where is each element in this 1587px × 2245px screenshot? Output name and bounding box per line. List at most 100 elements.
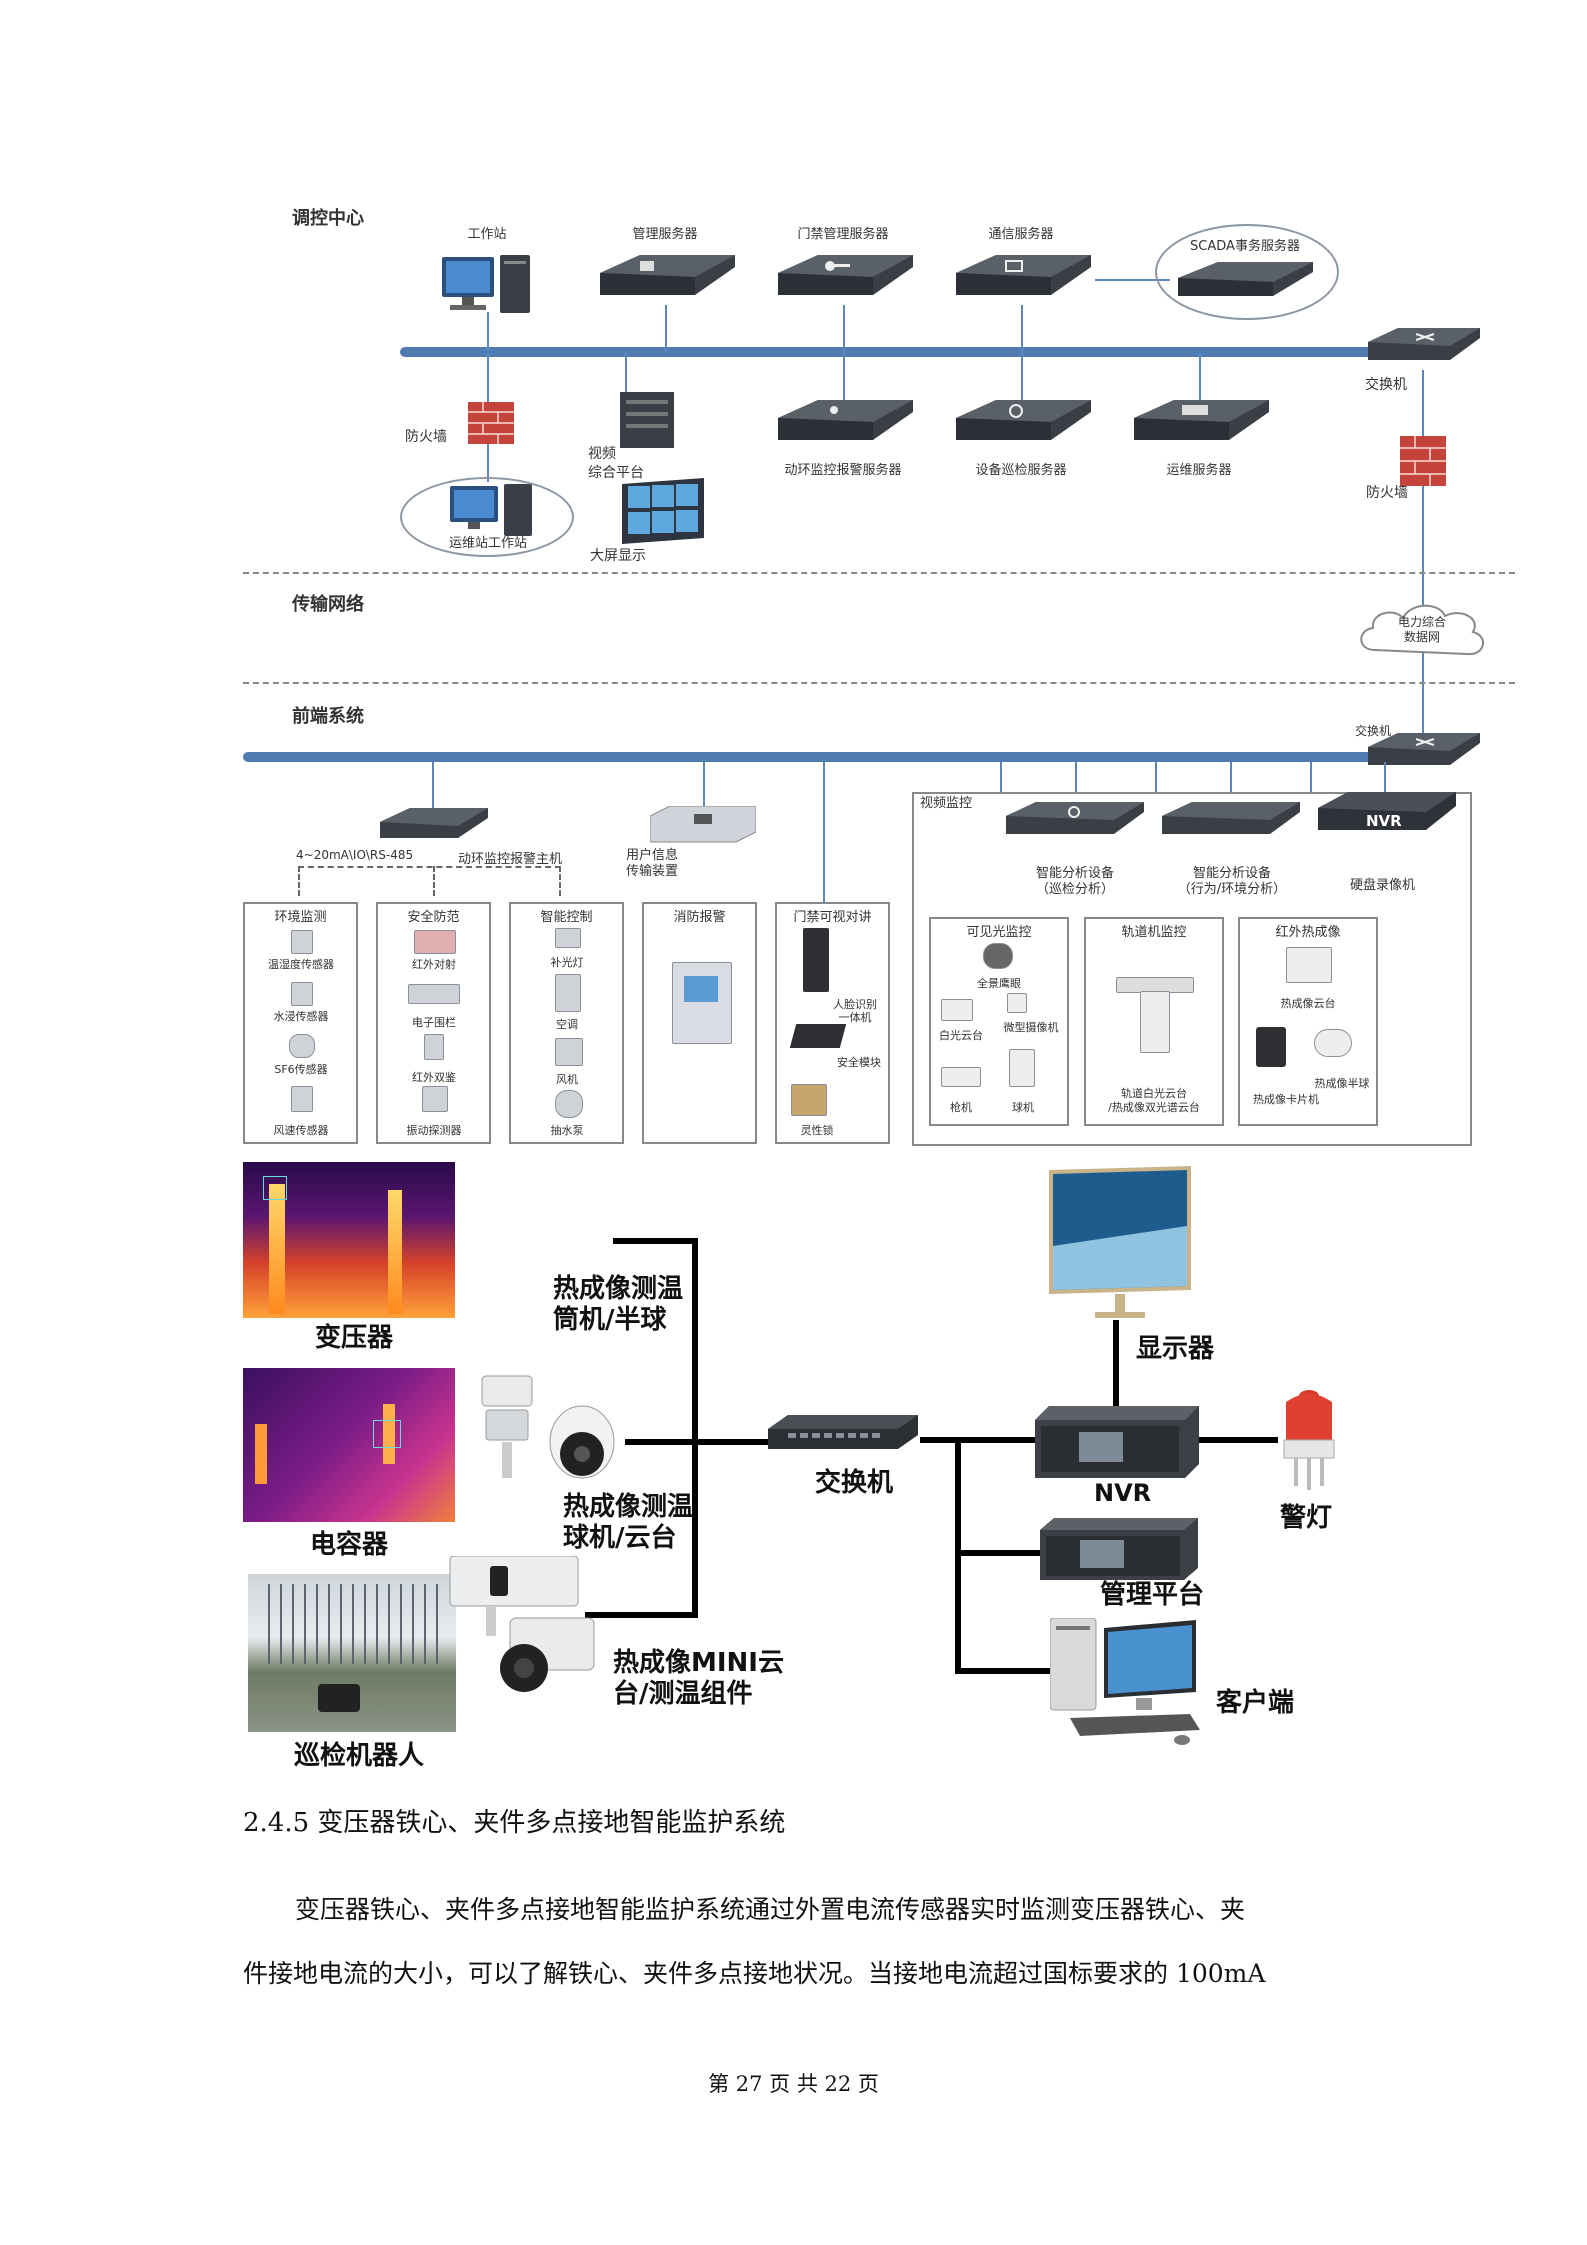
box-rail: 轨道机监控 轨道白光云台 /热成像双光谱云台: [1084, 917, 1224, 1126]
inspection-server-label: 设备巡检服务器: [975, 463, 1067, 478]
page-footer: 第 27 页 共 22 页: [708, 2072, 879, 2096]
cloud-icon: [1360, 604, 1484, 656]
water-sensor-icon: [291, 982, 313, 1006]
panoramic-camera-icon: [983, 943, 1013, 969]
wind-sensor-icon: [291, 1086, 313, 1112]
box-security-item: 振动探测器: [406, 1124, 462, 1137]
vibration-detector-icon: [422, 1086, 448, 1112]
alarm-light-label: 警灯: [1280, 1503, 1333, 1533]
box-env-item: 水浸传感器: [273, 1010, 329, 1023]
user-info-label: 用户信息 传输装置: [626, 848, 679, 879]
box-fire: 消防报警: [642, 902, 757, 1144]
smart-analysis-2-icon: [1162, 802, 1300, 834]
top-switch-label: 交换机: [1365, 377, 1407, 393]
comm-server-label: 通信服务器: [988, 227, 1054, 242]
box-rail-item: 轨道白光云台 /热成像双光谱云台: [1108, 1087, 1200, 1114]
ops-station-label: 运维站工作站: [448, 536, 528, 551]
fire-alarm-panel-icon: [672, 962, 732, 1044]
box-visible-item: 枪机: [950, 1101, 972, 1114]
firewall-right-label: 防火墙: [1366, 485, 1408, 501]
box-fire-title: 消防报警: [673, 910, 726, 925]
client-computer-icon: [1050, 1618, 1200, 1745]
lock-icon: [791, 1084, 827, 1116]
display-label: 显示器: [1136, 1334, 1215, 1364]
nvr-icon: [1318, 792, 1456, 830]
env-host-label: 动环监控报警主机: [458, 852, 563, 867]
thermal-card-camera-icon: [1256, 1027, 1286, 1067]
capacitor-label: 电容器: [310, 1530, 389, 1560]
inspection-server-icon: [956, 400, 1091, 440]
nvr-label: NVR: [1094, 1479, 1152, 1507]
box-control-item: 空调: [556, 1018, 578, 1031]
robot-icon: [318, 1684, 360, 1712]
paragraph-line-1: 变压器铁心、夹件多点接地智能监护系统通过外置电流传感器实时监测变压器铁心、夹: [295, 1895, 1246, 1924]
section-transmission: 传输网络: [292, 594, 364, 615]
thermal-mini-ptz-icon: [449, 1556, 595, 1692]
box-security-title: 安全防范: [407, 910, 460, 925]
video-platform-icon: [620, 392, 674, 448]
access-server-icon: [778, 255, 913, 295]
smart-analysis-1-label: 智能分析设备 （巡检分析）: [1035, 866, 1115, 897]
box-env: 环境监测 温湿度传感器 水浸传感器 SF6传感器 风速传感器: [243, 902, 358, 1144]
ops-server-icon: [1134, 400, 1269, 440]
infrared-beam-icon: [414, 930, 456, 954]
box-thermal: 红外热成像 热成像云台 热成像卡片机 热成像半球: [1238, 917, 1378, 1126]
box-security-item: 电子围栏: [412, 1016, 456, 1029]
firewall-left-label: 防火墙: [405, 429, 447, 445]
ops-station-ellipse: [400, 477, 574, 557]
nvr-text: NVR: [1366, 812, 1402, 830]
sf6-sensor-icon: [289, 1034, 315, 1058]
client-label: 客户端: [1216, 1688, 1295, 1718]
box-visible-item: 微型摄像机: [1003, 1021, 1059, 1034]
safety-module-icon: [789, 1024, 847, 1048]
thermal-dome-icon: [1314, 1029, 1352, 1057]
face-terminal-icon: [803, 928, 829, 992]
front-switch-icon: [1368, 733, 1480, 765]
thermal-ptz-camera-icon: [481, 1375, 615, 1479]
box-visible-title: 可见光监控: [966, 925, 1032, 940]
section-heading: 2.4.5 变压器铁心、夹件多点接地智能监护系统: [243, 1808, 786, 1838]
mgmt-platform-label: 管理平台: [1100, 1580, 1205, 1610]
dome-camera-icon: [1009, 1049, 1035, 1087]
box-env-title: 环境监测: [274, 910, 327, 925]
bullet-camera-icon: [941, 1067, 981, 1087]
box-visible-item: 球机: [1012, 1101, 1034, 1114]
air-conditioner-icon: [555, 974, 581, 1012]
divider-1: [243, 572, 1515, 574]
box-control-item: 补光灯: [550, 956, 584, 969]
box-control-item: 抽水泵: [550, 1124, 584, 1137]
temp-humidity-sensor-icon: [291, 930, 313, 954]
mgmt-server-label: 管理服务器: [632, 227, 698, 242]
section-control-center: 调控中心: [292, 208, 364, 229]
box-access-item: 人脸识别 一体机: [833, 998, 877, 1024]
env-alarm-server-icon: [778, 400, 913, 440]
mini-camera-icon: [1007, 993, 1027, 1013]
box-visible-item: 白光云台: [939, 1029, 983, 1042]
big-screen-label: 大屏显示: [590, 548, 646, 564]
cam2-label: 热成像测温 球机/云台: [563, 1492, 694, 1553]
box-access-item: 安全模块: [837, 1056, 881, 1069]
smart-analysis-1-icon: [1006, 802, 1144, 834]
env-host-icon: [380, 808, 488, 838]
box-visible: 可见光监控 全景鹰眼 白光云台 微型摄像机 枪机 球机: [929, 917, 1069, 1126]
ops-station-icon: [450, 484, 532, 536]
big-screen-icon: [622, 478, 704, 544]
box-visible-item: 全景鹰眼: [977, 977, 1021, 990]
fan-icon: [555, 1038, 583, 1066]
box-access: 门禁可视对讲 人脸识别 一体机 安全模块 灵性锁: [775, 902, 890, 1144]
white-light-ptz-icon: [941, 999, 973, 1021]
workstation-label: 工作站: [467, 227, 507, 242]
transformer-thermal-image: [243, 1162, 455, 1318]
box-thermal-item: 热成像卡片机: [1253, 1093, 1319, 1106]
front-bus: [243, 752, 1455, 762]
capacitor-thermal-image: [243, 1368, 455, 1522]
divider-2: [243, 682, 1515, 684]
paragraph-line-2: 件接地电流的大小，可以了解铁心、夹件多点接地状况。当接地电流超过国标要求的 10…: [243, 1959, 1266, 1988]
cam1-label: 热成像测温 筒机/半球: [553, 1274, 684, 1335]
rail-camera-icon: [1140, 991, 1170, 1053]
box-thermal-item: 热成像半球: [1314, 1077, 1370, 1090]
box-security: 安全防范 红外对射 电子围栏 红外双鉴 振动探测器: [376, 902, 491, 1144]
box-thermal-item: 热成像云台: [1280, 997, 1336, 1010]
top-switch-icon: [1368, 328, 1480, 360]
io-label: 4~20mA\IO\RS-485: [296, 848, 414, 862]
